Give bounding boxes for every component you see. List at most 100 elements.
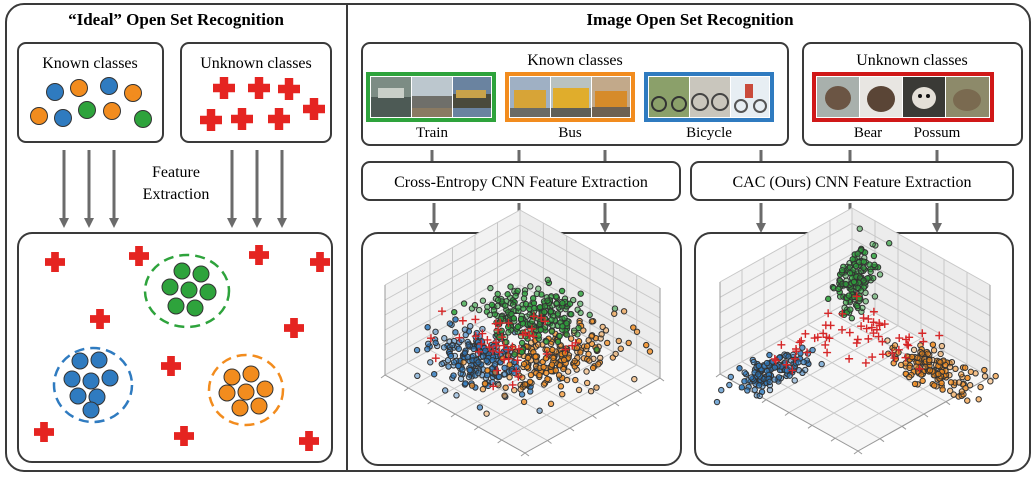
- ce-orange-point: [571, 357, 578, 365]
- ce-orange-point: [643, 341, 650, 349]
- grid-line: [501, 364, 637, 441]
- ce-green-point: [536, 321, 543, 328]
- cac-blue-point: [744, 387, 751, 394]
- ce-orange-point: [631, 375, 638, 383]
- ce-orange-point: [599, 323, 606, 331]
- ce-green-point: [563, 331, 570, 338]
- cac-orange-point: [937, 359, 944, 366]
- cac-blue-point: [804, 350, 812, 357]
- cac-blue-point: [713, 398, 721, 406]
- cac-unknown-cross: [872, 325, 881, 334]
- cac-unknown-cross: [867, 323, 876, 332]
- ce-green-point: [543, 338, 550, 345]
- left-panel-title: “Ideal” Open Set Recognition: [68, 10, 284, 29]
- unknown-class-cross: [200, 109, 222, 131]
- cac-blue-point: [800, 358, 807, 366]
- cac-green-point: [846, 269, 854, 277]
- blue-cluster-dot: [101, 369, 119, 387]
- ce-unknown-cross: [483, 335, 492, 344]
- ce-green-point: [561, 314, 568, 322]
- green-cluster-boundary: [143, 253, 231, 329]
- ce-green-point: [460, 300, 468, 307]
- axis-tick: [989, 376, 995, 381]
- ce-green-point: [611, 305, 619, 312]
- cac-unknown-cross: [859, 314, 868, 323]
- cac-unknown-cross: [868, 353, 877, 362]
- ce-blue-point: [467, 322, 474, 330]
- ce-unknown-cross: [518, 330, 527, 339]
- ce-3d-scatter-plot: [380, 209, 665, 457]
- ce-green-point: [570, 327, 578, 334]
- ce-blue-point: [465, 373, 473, 381]
- cac-blue-point: [756, 392, 763, 400]
- cac-blue-point: [766, 386, 774, 394]
- ce-orange-point: [603, 339, 611, 347]
- ce-orange-point: [506, 374, 513, 381]
- cac-green-point: [848, 315, 856, 322]
- bicycle-images-frame: [644, 72, 774, 122]
- ce-orange-point: [552, 367, 559, 374]
- cac-green-point: [869, 241, 876, 248]
- ce-blue-point: [414, 372, 421, 380]
- known-class-dot: [30, 107, 48, 125]
- ce-blue-point: [462, 380, 469, 387]
- cac-blue-point: [755, 362, 763, 369]
- cac-green-point: [838, 267, 846, 274]
- ce-blue-point: [470, 345, 477, 353]
- ce-orange-point: [612, 350, 619, 358]
- cac-orange-point: [975, 396, 982, 403]
- orange-cluster-dot: [223, 368, 241, 386]
- axis-tick: [901, 425, 907, 430]
- left-unknown-box: [180, 42, 332, 143]
- cac-green-point: [835, 285, 842, 293]
- unknown-class-cross: [231, 108, 253, 130]
- class-label-bicycle: Bicycle: [686, 125, 732, 141]
- ce-green-point: [471, 301, 479, 309]
- ce-orange-point: [615, 337, 623, 345]
- ce-green-point: [554, 338, 562, 346]
- ce-orange-point: [583, 379, 591, 387]
- ce-unknown-cross: [508, 380, 517, 389]
- ce-green-point: [541, 303, 549, 310]
- cac-unknown-cross: [895, 334, 904, 343]
- ce-orange-point: [646, 348, 654, 355]
- ce-orange-point: [526, 378, 534, 386]
- cac-unknown-cross: [838, 309, 847, 318]
- ce-orange-point: [575, 386, 583, 394]
- cac-orange-point: [931, 382, 938, 389]
- ce-unknown-cross: [508, 342, 517, 351]
- cac-unknown-cross: [878, 337, 887, 346]
- cac-green-point: [854, 302, 861, 310]
- unknown-point-cross: [90, 309, 110, 329]
- ce-green-point: [577, 309, 584, 317]
- ce-orange-point: [548, 361, 556, 368]
- right-unknown-label: Unknown classes: [856, 52, 968, 69]
- cac-orange-point: [966, 381, 974, 389]
- cac-blue-point: [791, 377, 798, 384]
- right-known-box: [361, 42, 789, 146]
- grid-line: [519, 209, 661, 289]
- grid-line: [851, 207, 991, 286]
- ce-green-point: [535, 285, 542, 292]
- orange-cluster-dot: [237, 383, 255, 401]
- left-unknown-crosses: [200, 77, 325, 131]
- axis-tick: [427, 400, 432, 405]
- cac-orange-point: [938, 379, 945, 387]
- ideal-unknown-points: [34, 245, 330, 451]
- ce-orange-point: [617, 345, 624, 352]
- ce-green-point: [559, 323, 566, 330]
- ce-orange-point: [549, 346, 556, 354]
- ce-unknown-cross: [499, 341, 508, 350]
- ce-blue-point: [501, 370, 508, 378]
- cac-blue-point: [766, 351, 773, 359]
- ce-orange-point: [589, 364, 597, 372]
- unknown-point-cross: [174, 426, 194, 446]
- cac-blue-point: [738, 384, 746, 391]
- cac-unknown-cross: [888, 349, 897, 358]
- cac-unknown-cross: [792, 347, 801, 356]
- ce-unknown-cross: [426, 334, 435, 343]
- cac-green-point: [842, 280, 849, 288]
- left-known-label: Known classes: [42, 55, 138, 72]
- cac-orange-point: [964, 374, 971, 382]
- green-cluster-dot: [186, 299, 204, 317]
